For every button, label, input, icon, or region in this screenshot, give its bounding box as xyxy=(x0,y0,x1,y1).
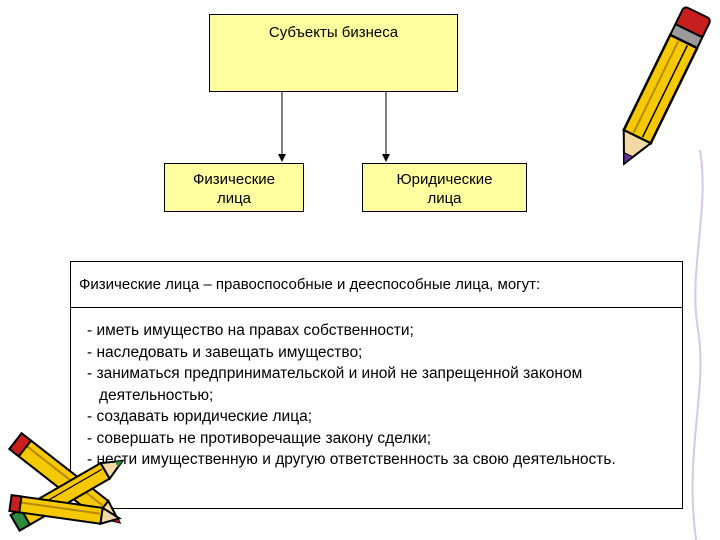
rights-list: - иметь имущество на правах собственност… xyxy=(71,308,682,471)
node-label-line1: Юридические xyxy=(396,171,493,188)
legal-entities-node: Юридические лица xyxy=(362,163,527,212)
root-node-label: Субъекты бизнеса xyxy=(268,24,399,41)
pencils-icon xyxy=(7,431,125,533)
node-label-line1: Физические xyxy=(193,171,275,188)
node-label-line2: лица xyxy=(216,190,252,207)
info-panel: Физические лица – правоспособные и деесп… xyxy=(70,261,683,509)
list-item: - нести имущественную и другую ответстве… xyxy=(87,451,616,468)
list-item: - наследовать и завещать имущество; xyxy=(87,343,363,361)
root-node: Субъекты бизнеса xyxy=(209,14,458,92)
list-item: - совершать не противоречащие закону сде… xyxy=(87,429,432,447)
decorative-line xyxy=(691,150,704,540)
list-item: - создавать юридические лица; xyxy=(87,408,313,425)
info-heading: Физические лица – правоспособные и деесп… xyxy=(71,262,682,308)
pencil-icon xyxy=(622,6,711,166)
list-item: - иметь имущество на правах собственност… xyxy=(87,322,414,339)
node-label-line2: лица xyxy=(427,190,462,207)
physical-persons-node: Физические лица xyxy=(164,163,304,212)
list-item: - заниматься предпринимательской и иной … xyxy=(87,365,583,404)
